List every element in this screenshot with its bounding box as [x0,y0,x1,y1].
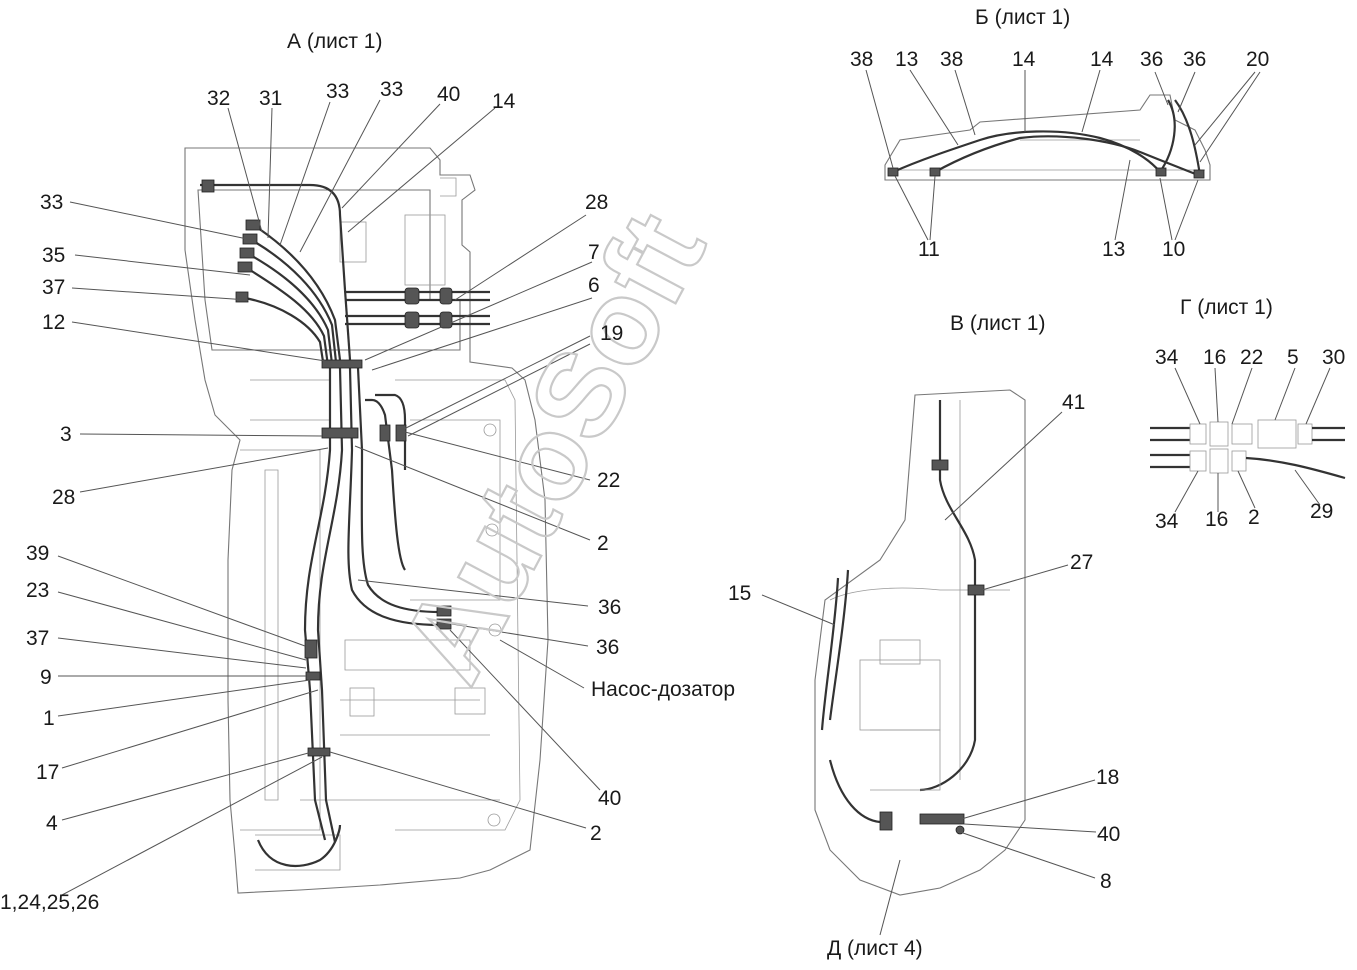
callout-label: 27 [1070,551,1093,574]
callout-label: 31 [259,87,282,110]
callout-label: 28 [52,486,75,509]
view-v-title: В (лист 1) [950,312,1045,335]
callout-label: 33 [40,191,63,214]
callout-label: 3 [60,423,72,446]
callout-label: 14 [492,90,516,113]
callout-label: 22 [597,469,620,492]
view-g-title: Г (лист 1) [1180,296,1273,319]
callout-label: 40 [437,83,460,106]
callout-label: 16 [1203,346,1226,369]
callout-label: 34 [1155,510,1179,533]
callout-label: 6 [588,274,600,297]
view-d-title: Д (лист 4) [827,937,923,960]
callout-label: 36 [1183,48,1206,71]
view-a-callouts: 32 31 33 33 40 14 33 35 37 12 3 28 39 23… [0,78,735,914]
view-g-drawing [1150,419,1346,480]
callout-label: 19 [600,322,623,345]
callout-label: 2 [1248,506,1260,529]
view-a-drawing [184,147,549,894]
view-v-drawing [814,389,1026,896]
view-g-leaders [1174,367,1331,513]
callout-label: 36 [1140,48,1163,71]
callout-label: 17 [36,761,59,784]
view-v-callouts: 41 27 15 18 40 8 [728,391,1120,893]
callout-label: 18 [1096,766,1119,789]
callout-label: 5 [1287,346,1299,369]
callout-label: 14 [1090,48,1114,71]
callout-label: 14 [1012,48,1036,71]
view-v-leaders [761,411,1097,936]
view-a-leaders [57,99,601,896]
callout-label: 7 [588,241,600,264]
callout-label: 33 [380,78,403,101]
callout-label: 34 [1155,346,1179,369]
callout-label: 29 [1310,500,1333,523]
callout-label: 41 [1062,391,1085,414]
callout-label: 36 [598,596,621,619]
callout-label: 38 [940,48,963,71]
callout-label: 16 [1205,508,1228,531]
callout-label: 36 [596,636,619,659]
callout-label: 38 [850,48,873,71]
callout-label: 4 [46,812,58,835]
callout-label: 13 [895,48,918,71]
callout-label: 37 [42,276,65,299]
callout-label: 23 [26,579,49,602]
callout-label: 12 [42,311,65,334]
callout-label: 13 [1102,238,1125,261]
callout-label: Насос-дозатор [591,678,735,701]
callout-label: 35 [42,244,65,267]
view-b-title: Б (лист 1) [975,6,1070,29]
watermark-text: AutoSoft [375,192,731,702]
callout-label: 15 [728,582,751,605]
callout-label: 8 [1100,870,1112,893]
callout-label: 2 [590,822,602,845]
view-b-drawing [884,94,1211,181]
callout-label: 1,24,25,26 [0,891,99,914]
callout-label: 32 [207,87,230,110]
callout-label: 40 [1097,823,1120,846]
callout-label: 20 [1246,48,1269,71]
view-b-leaders [865,69,1261,241]
callout-label: 2 [597,532,609,555]
callout-label: 33 [326,80,349,103]
callout-label: 28 [585,191,608,214]
callout-label: 10 [1162,238,1185,261]
view-g-callouts: 34 16 22 5 30 34 16 2 29 [1155,346,1345,533]
callout-label: 30 [1322,346,1345,369]
callout-label: 22 [1240,346,1263,369]
callout-label: 1 [43,707,55,730]
callout-label: 40 [598,787,621,810]
view-b-callouts: 38 13 38 14 14 36 36 20 11 13 10 [850,48,1269,261]
callout-label: 39 [26,542,49,565]
callout-label: 11 [918,238,940,261]
callout-label: 37 [26,627,49,650]
callout-label: 9 [40,666,52,689]
view-a-title: А (лист 1) [287,30,382,53]
